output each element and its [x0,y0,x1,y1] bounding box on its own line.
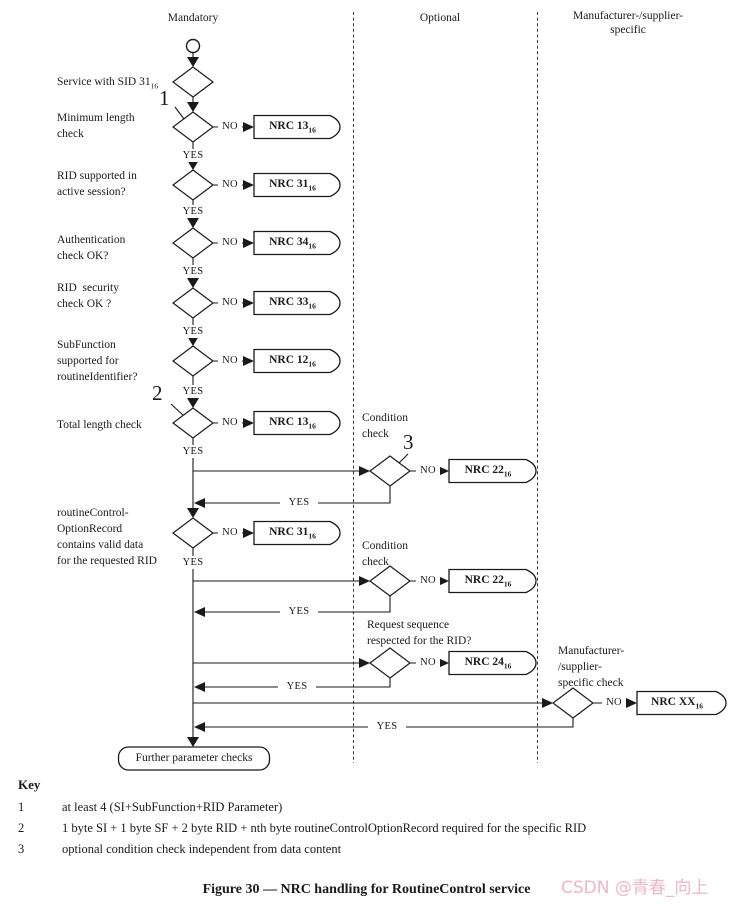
key-item-text: at least 4 (SI+SubFunction+RID Parameter… [62,800,283,814]
check-label-condition-1: Condition check [362,412,409,440]
yes-label: YES [176,265,210,278]
key-item-text: 1 byte SI + 1 byte SF + 2 byte RID + nth… [62,821,587,835]
check-label-rid-supported: RID supported in active session? [57,170,137,198]
yes-label: YES [280,496,318,509]
nrc-box-24: NRC 2416 [464,656,512,671]
nrc-box-22: NRC 2216 [464,464,512,479]
nrc-box-22b: NRC 2216 [464,574,512,589]
check-label-option-record: routineControl- OptionRecord contains va… [57,507,157,567]
check-label-authentication: Authentication check OK? [57,234,126,262]
note-marker-1: 1 [159,86,170,110]
decision-diamonds [172,66,594,719]
nrc-box-xx: NRC XX16 [651,696,703,711]
check-label-minimum-length: Minimum length check [57,112,135,140]
check-label-subfunction: SubFunction supported for routineIdentif… [57,339,138,383]
no-label: NO [416,464,440,477]
csdn-watermark: CSDN @青春_向上 [561,878,709,898]
key-item-number: 1 [18,800,25,814]
yes-label: YES [368,720,406,733]
check-label-service-sid: Service with SID 3116 [57,76,159,91]
yes-label: YES [176,325,210,338]
column-divider-lines [353,12,538,763]
start-node-circle [185,38,201,54]
yes-label: YES [176,149,210,162]
no-label: NO [218,120,242,133]
no-label: NO [416,656,440,669]
yes-label: YES [176,385,210,398]
check-label-condition-2: Condition check [362,540,409,568]
no-label: NO [218,236,242,249]
no-label: NO [218,296,242,309]
check-label-request-sequence: Request sequence respected for the RID? [367,619,472,647]
no-label: NO [218,178,242,191]
key-item-number: 2 [18,821,25,835]
no-label: NO [218,416,242,429]
no-label: NO [602,696,626,709]
nrc-box-31: NRC 3116 [269,178,316,193]
arrowheads [187,57,637,747]
yes-label: YES [280,605,318,618]
column-header-mandatory: Mandatory [167,12,219,24]
nrc-box-13: NRC 1316 [269,120,316,135]
yes-label: YES [176,556,210,569]
nrc-box-13b: NRC 1316 [269,416,316,431]
yes-label: YES [176,445,210,458]
check-label-manufacturer-specific: Manufacturer- /supplier- specific check [558,645,625,689]
nrc-result-box-shapes [253,114,727,716]
key-item-number: 3 [18,842,25,856]
no-label: NO [416,574,440,587]
note-pointer-lines [170,106,409,465]
terminal-box-label: Further parameter checks [135,752,253,764]
nrc-box-34: NRC 3416 [269,236,316,251]
no-label: NO [218,354,242,367]
note-marker-2: 2 [152,381,163,405]
column-header-manufacturer: Manufacturer-/supplier- specific [572,10,684,36]
figure-caption: Figure 30 — NRC handling for RoutineCont… [202,882,531,897]
no-label: NO [218,526,242,539]
nrc-box-12: NRC 1216 [269,354,316,369]
yes-label: YES [278,680,316,693]
yes-label: YES [176,205,210,218]
column-header-optional: Optional [419,12,461,24]
nrc-box-31b: NRC 3116 [269,526,316,541]
key-title: Key [18,777,41,792]
check-label-total-length: Total length check [57,419,142,431]
note-marker-3: 3 [403,430,414,454]
key-item-text: optional condition check independent fro… [62,842,342,856]
nrc-box-33: NRC 3316 [269,296,316,311]
check-label-rid-security: RID security check OK ? [57,282,119,310]
terminal-box-shape [117,746,271,771]
